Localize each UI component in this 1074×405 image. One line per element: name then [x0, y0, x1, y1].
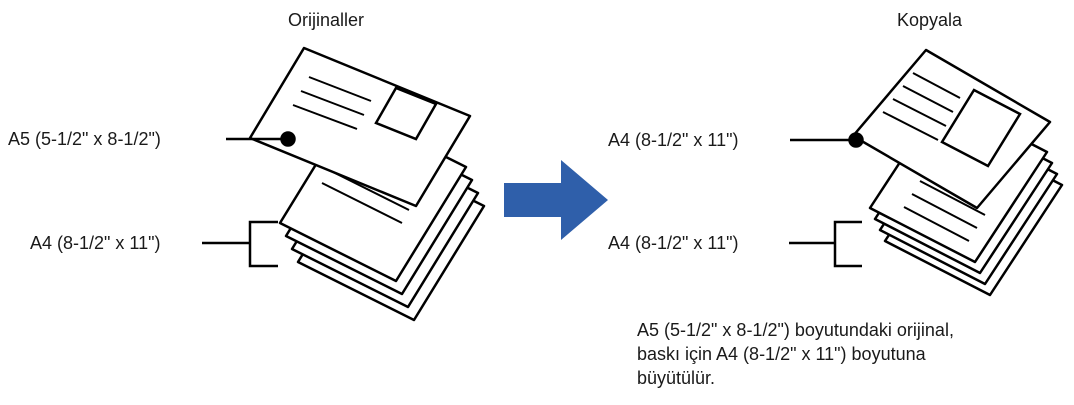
a5-original-label: A5 (5-1/2" x 8-1/2"): [8, 129, 161, 149]
a4-original-label: A4 (8-1/2" x 11"): [30, 233, 161, 253]
caption-line-3: büyütülür.: [637, 368, 716, 388]
a5-image-box: [374, 86, 438, 141]
copy-title: Kopyala: [897, 10, 963, 30]
a4-copy-label-top: A4 (8-1/2" x 11"): [608, 130, 739, 150]
copy-page-lines: [903, 180, 986, 242]
a4-copy-label-bottom: A4 (8-1/2" x 11"): [608, 233, 739, 253]
left-callout-lines: [202, 131, 296, 268]
right-callout-lines: [789, 132, 864, 268]
caption-line-1: A5 (5-1/2" x 8-1/2") boyutundaki orijina…: [637, 320, 954, 340]
right-arrow-icon: [504, 160, 608, 240]
copy-image-box: [940, 88, 1022, 168]
caption: A5 (5-1/2" x 8-1/2") boyutundaki orijina…: [637, 318, 1067, 390]
a5-original-sheet: [248, 46, 472, 208]
originals-title: Orijinaller: [288, 10, 365, 30]
caption-line-2: baskı için A4 (8-1/2" x 11") boyutuna: [637, 344, 926, 364]
enlarged-copy-sheet: [851, 48, 1052, 210]
